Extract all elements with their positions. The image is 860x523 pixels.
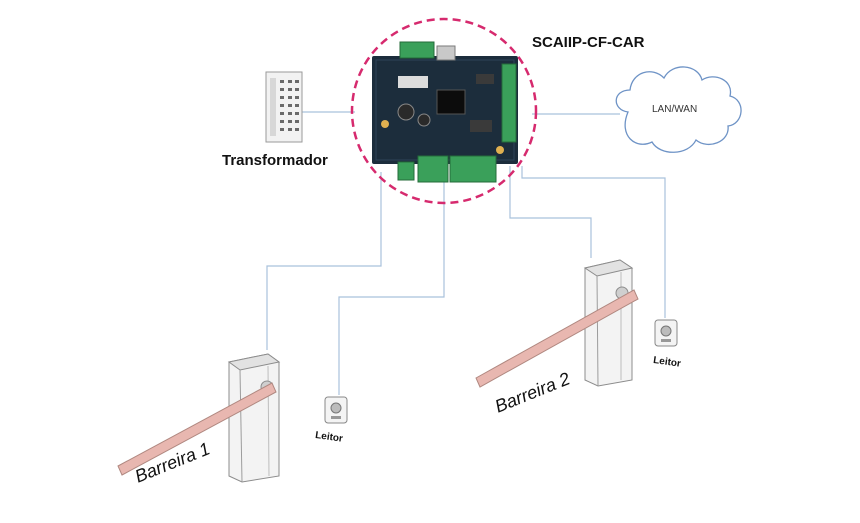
transformer-module-icon xyxy=(265,71,303,143)
wire-barrier-1 xyxy=(266,172,382,350)
highlight-ring xyxy=(350,17,538,205)
card-reader-icon xyxy=(654,319,678,347)
card-reader-icon xyxy=(324,396,348,424)
connection-wires xyxy=(266,111,666,395)
barrier-gate-icon xyxy=(475,259,639,388)
wire-reader-1 xyxy=(338,176,445,395)
network-label: LAN/WAN xyxy=(652,104,698,115)
cloud-icon xyxy=(615,66,742,153)
barrier-gate-icon xyxy=(117,353,281,483)
wire-barrier-2 xyxy=(509,166,592,258)
wire-reader-2 xyxy=(521,166,666,318)
pcb-board-icon xyxy=(372,41,518,183)
transformer-label: Transformador xyxy=(222,152,328,169)
controller-label: SCAIIP-CF-CAR xyxy=(532,34,645,51)
